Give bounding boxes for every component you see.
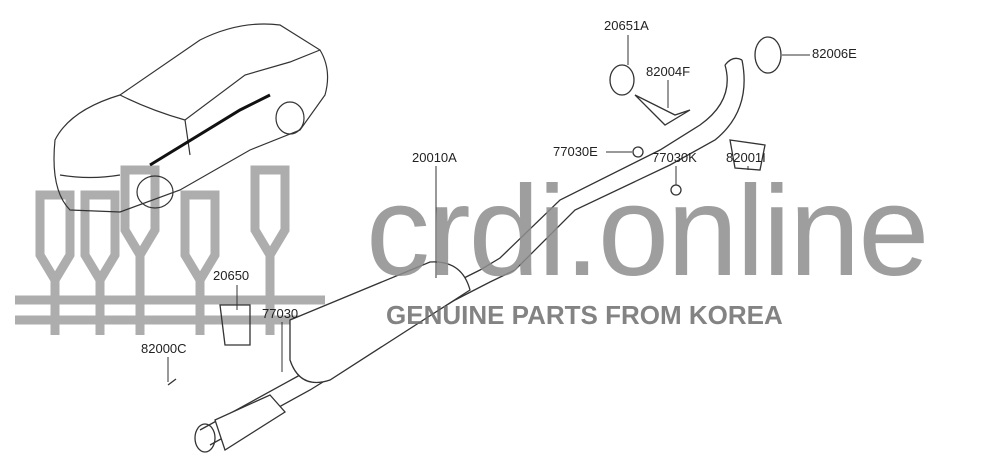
leader-lines (167, 35, 810, 382)
logo-icon (15, 165, 325, 335)
part-label-82004f[interactable]: 82004F (646, 64, 691, 79)
part-label-77030k[interactable]: 77030K (652, 150, 697, 165)
part-label-20651a[interactable]: 20651A (604, 18, 649, 33)
part-label-20650[interactable]: 20650 (213, 268, 250, 283)
watermark-tagline: GENUINE PARTS FROM KOREA (386, 300, 783, 330)
part-label-82006e[interactable]: 82006E (812, 46, 857, 61)
watermark-title: crdi.online (366, 160, 929, 303)
part-label-20010a[interactable]: 20010A (412, 150, 457, 165)
exhaust-assembly (167, 36, 782, 453)
part-label-77030e[interactable]: 77030E (553, 144, 598, 159)
part-label-77030[interactable]: 77030 (262, 306, 299, 321)
part-label-82001i[interactable]: 82001I (726, 150, 766, 165)
part-label-82000c[interactable]: 82000C (141, 341, 187, 356)
car-illustration (53, 23, 329, 213)
